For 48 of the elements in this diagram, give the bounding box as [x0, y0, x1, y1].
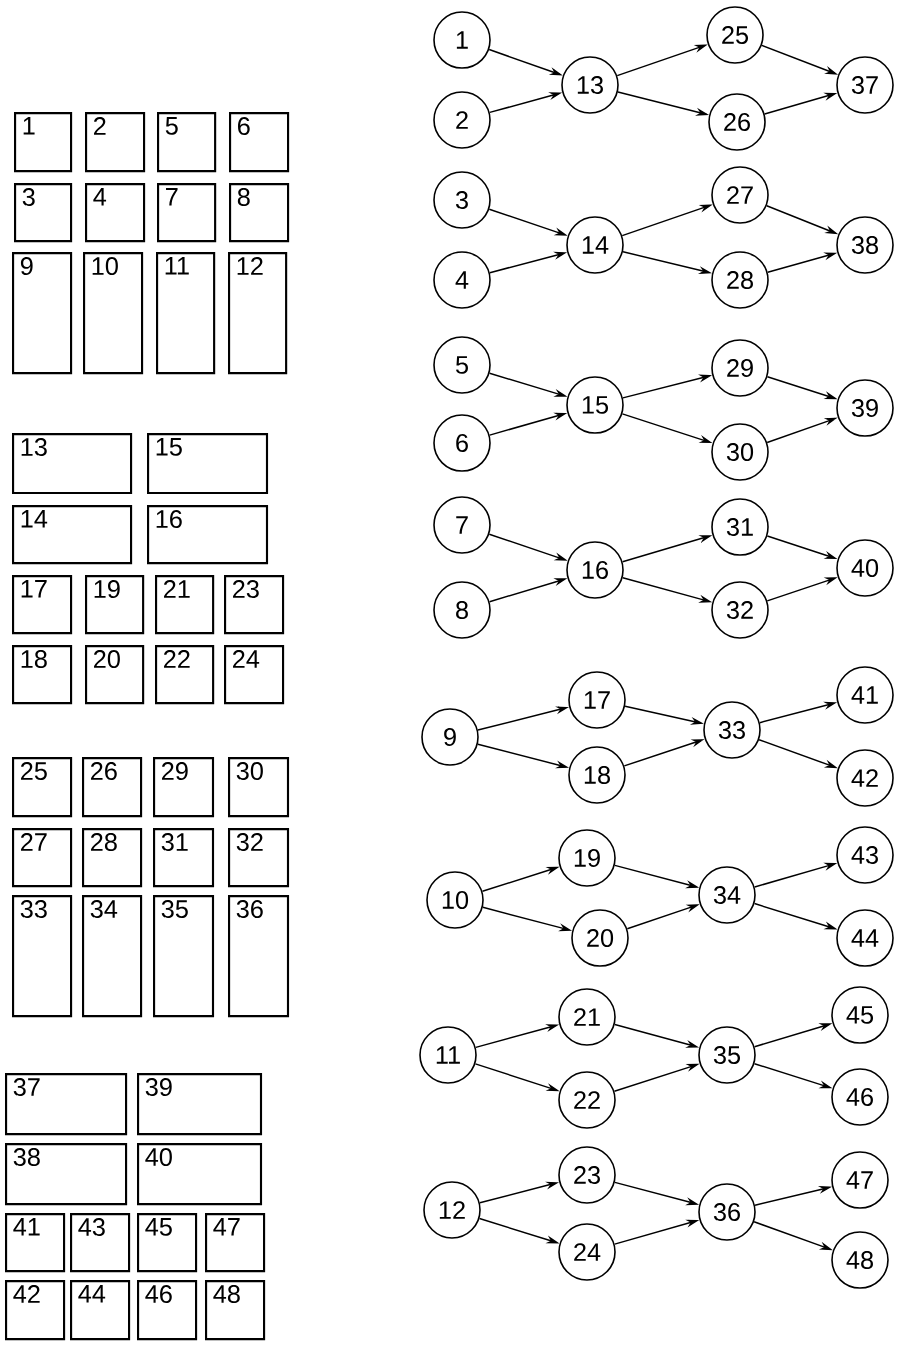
numbered-box: 44	[70, 1280, 131, 1341]
numbered-box: 48	[205, 1280, 266, 1341]
numbered-box: 40	[137, 1143, 263, 1206]
numbered-box: 8	[229, 183, 290, 243]
numbered-box: 7	[157, 183, 217, 243]
numbered-box: 26	[82, 757, 143, 818]
numbered-box: 20	[85, 645, 145, 705]
numbered-box: 19	[85, 575, 145, 635]
numbered-box: 15	[147, 433, 269, 495]
numbered-box: 6	[229, 112, 290, 173]
numbered-box: 29	[153, 757, 215, 818]
numbered-box: 4	[85, 183, 146, 243]
numbered-box: 31	[153, 828, 215, 888]
numbered-box: 27	[12, 828, 73, 888]
numbered-box: 30	[228, 757, 290, 818]
numbered-box: 23	[224, 575, 285, 635]
numbered-box: 33	[12, 895, 73, 1018]
numbered-box: 37	[5, 1073, 128, 1136]
numbered-box: 47	[205, 1213, 266, 1273]
numbered-box: 25	[12, 757, 73, 818]
numbered-box: 2	[85, 112, 146, 173]
numbered-box: 43	[70, 1213, 131, 1273]
numbered-box: 32	[228, 828, 290, 888]
numbered-box: 42	[5, 1280, 66, 1341]
numbered-box: 28	[82, 828, 143, 888]
numbered-box: 39	[137, 1073, 263, 1136]
numbered-box: 18	[12, 645, 73, 705]
numbered-box: 10	[83, 252, 144, 375]
numbered-box: 45	[137, 1213, 198, 1273]
numbered-box: 9	[12, 252, 73, 375]
numbered-box: 34	[82, 895, 143, 1018]
numbered-box: 16	[147, 505, 269, 565]
numbered-box: 21	[155, 575, 215, 635]
numbered-box: 36	[228, 895, 290, 1018]
numbered-box: 17	[12, 575, 73, 635]
numbered-box: 1	[14, 112, 73, 173]
numbered-box: 38	[5, 1143, 128, 1206]
numbered-box: 24	[224, 645, 285, 705]
numbered-box: 11	[156, 252, 216, 375]
numbered-box: 13	[12, 433, 133, 495]
numbered-box: 35	[153, 895, 215, 1018]
numbered-box: 22	[155, 645, 215, 705]
numbered-box: 3	[14, 183, 73, 243]
numbered-box: 12	[228, 252, 288, 375]
numbered-box: 14	[12, 505, 133, 565]
numbered-box: 46	[137, 1280, 198, 1341]
numbered-box: 41	[5, 1213, 66, 1273]
numbered-box: 5	[157, 112, 217, 173]
